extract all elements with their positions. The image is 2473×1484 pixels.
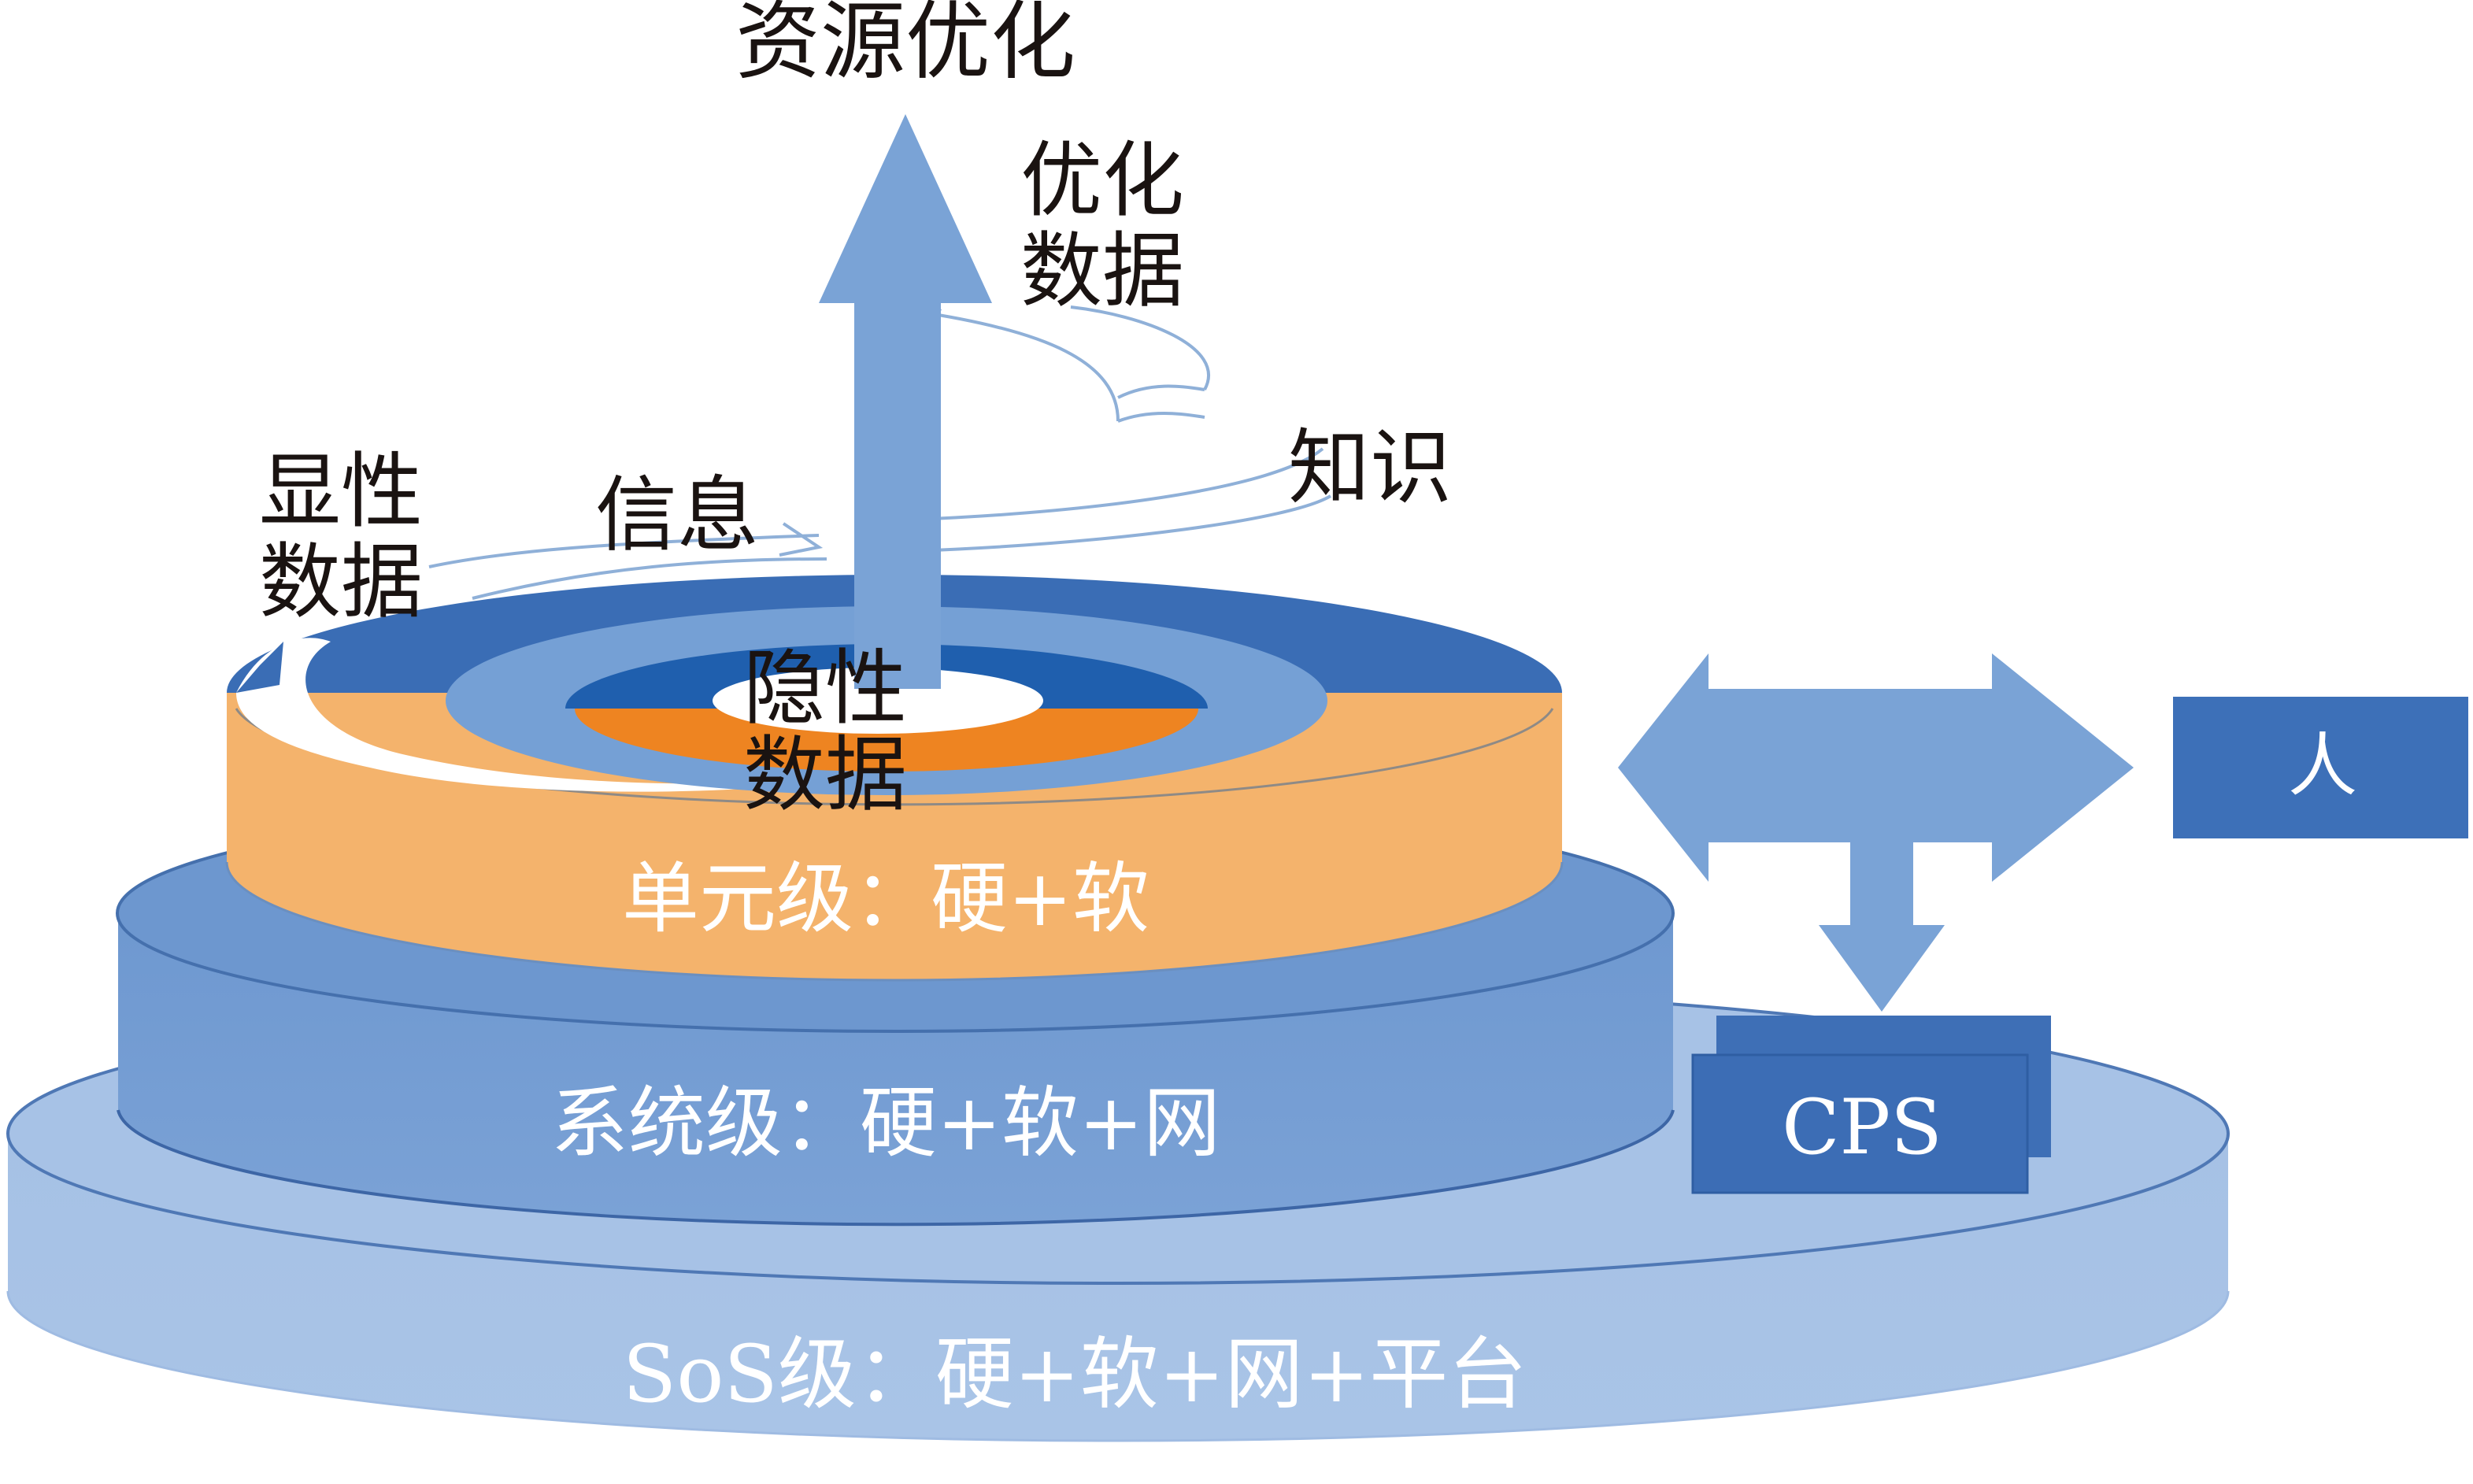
sos-layer-rim xyxy=(6,1290,2230,1442)
unit-layer-rim xyxy=(225,861,1564,982)
cps-box: CPS xyxy=(1691,1016,2051,1194)
spiral-info-to-knowledge-2 xyxy=(913,494,1332,553)
spiral-flow xyxy=(428,278,1332,600)
unit-layer xyxy=(225,575,1564,982)
optimize-data-label-line1: 优化 xyxy=(1020,132,1184,228)
system-layer-rim xyxy=(117,1109,1675,1227)
spiral-knowledge-to-opt-2 xyxy=(1070,305,1211,390)
knowledge-label: 知识 xyxy=(1288,420,1452,516)
core-hole xyxy=(713,668,1043,734)
spiral-explicit-to-info xyxy=(428,534,820,568)
explicit-data-label-line2: 数据 xyxy=(259,534,423,630)
human-box-rect xyxy=(2173,697,2468,838)
cps-label: CPS xyxy=(1782,1083,1942,1171)
t-arrow-icon xyxy=(1618,653,2134,1012)
implicit-data-label-line2: 数据 xyxy=(743,727,907,823)
system-layer-label: 系统级：硬+软+网 xyxy=(551,1079,1220,1168)
spiral-explicit-to-info-2 xyxy=(472,557,827,600)
explicit-data-label-line1: 显性 xyxy=(259,443,423,539)
up-arrow-icon xyxy=(819,114,992,689)
spiral-bracket xyxy=(1117,384,1205,399)
explicit-swoosh xyxy=(236,638,850,792)
spiral-info-to-knowledge xyxy=(913,447,1324,521)
human-label: 人 xyxy=(2288,725,2357,806)
cps-box-front xyxy=(1691,1053,2029,1194)
spiral-knowledge-to-opt xyxy=(913,309,1120,422)
implicit-data-label-line1: 隐性 xyxy=(743,640,907,736)
human-box: 人 xyxy=(2173,697,2468,838)
spiral-bracket-2 xyxy=(1117,412,1205,423)
t-arrow xyxy=(1618,653,2134,1012)
spiral-head-info xyxy=(779,522,824,557)
sos-layer-label: SoS级：硬+软+网+平台 xyxy=(623,1328,1527,1420)
resource-optimization-arrow xyxy=(819,114,992,689)
unit-layer-label: 单元级：硬+软 xyxy=(622,854,1150,944)
explicit-arrow-icon xyxy=(236,642,283,693)
optimize-data-label-line2: 数据 xyxy=(1020,223,1184,319)
inner-bottom xyxy=(575,709,1198,772)
title-label: 资源优化 xyxy=(735,0,1075,91)
information-label: 信息 xyxy=(595,467,759,563)
